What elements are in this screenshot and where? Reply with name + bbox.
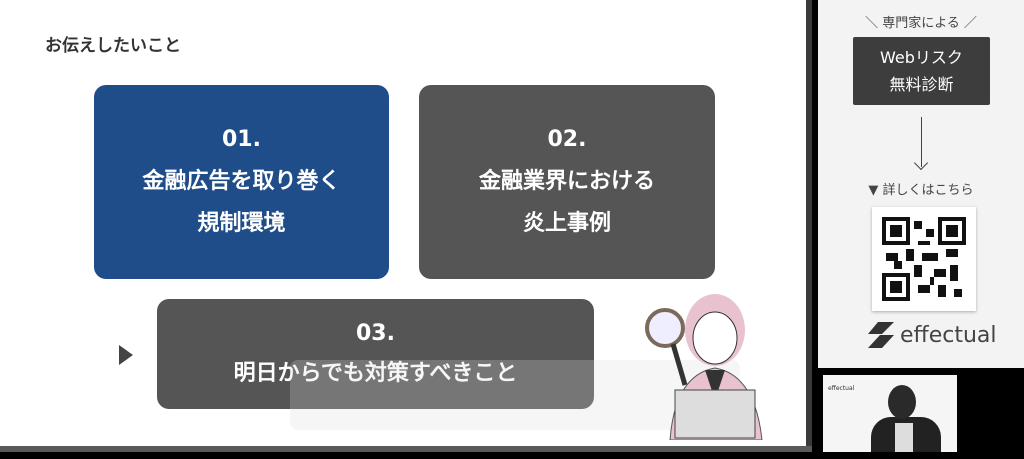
webcam-background-logo: effectual	[828, 385, 855, 392]
banner-line: 無料診断	[889, 75, 954, 94]
slide-title: お伝えしたいこと	[45, 36, 181, 56]
down-arrow-icon	[921, 117, 922, 167]
agenda-number: 02.	[547, 127, 587, 152]
agenda-item-01: 01. 金融広告を取り巻く 規制環境	[94, 85, 389, 279]
logo-text: effectual	[900, 322, 997, 348]
agenda-item-02: 02. 金融業界における 炎上事例	[419, 85, 715, 279]
agenda-item-03: 03. 明日からでも対策すべきこと	[157, 299, 594, 409]
banner-line: Webリスク	[880, 48, 963, 67]
agenda-text: 金融業界における	[478, 169, 655, 194]
web-risk-diagnosis-banner: Webリスク 無料診断	[853, 37, 990, 105]
down-arrow-head-icon	[913, 155, 929, 171]
video-controls-overlay[interactable]	[290, 360, 740, 430]
agenda-text: 規制環境	[197, 211, 286, 236]
expert-caption: ＼ 専門家による ／	[865, 16, 977, 31]
agenda-number: 01.	[222, 127, 261, 152]
current-item-pointer-icon	[119, 345, 133, 365]
slide-bottom-bar	[0, 446, 812, 452]
presenter-head	[888, 385, 916, 419]
presentation-slide: お伝えしたいこと 01. 金融広告を取り巻く 規制環境 02. 金融業界における…	[0, 0, 812, 446]
agenda-text: 炎上事例	[522, 211, 611, 236]
qr-code-icon	[882, 217, 966, 301]
woman-with-magnifier-illustration	[645, 294, 763, 440]
qr-code	[872, 207, 976, 311]
side-panel: ＼ 専門家による ／ Webリスク 無料診断 ▼ 詳しくはこちら effectu…	[818, 0, 1024, 368]
effectual-logo: effectual	[868, 322, 997, 348]
presenter-webcam: effectual	[823, 375, 957, 452]
details-caption: ▼ 詳しくはこちら	[868, 183, 974, 198]
agenda-text: 金融広告を取り巻く	[142, 169, 341, 194]
agenda-number: 03.	[356, 321, 395, 346]
agenda-text: 明日からでも対策すべきこと	[233, 361, 518, 386]
presenter-shirt	[895, 423, 913, 452]
effectual-logo-icon	[868, 322, 894, 348]
